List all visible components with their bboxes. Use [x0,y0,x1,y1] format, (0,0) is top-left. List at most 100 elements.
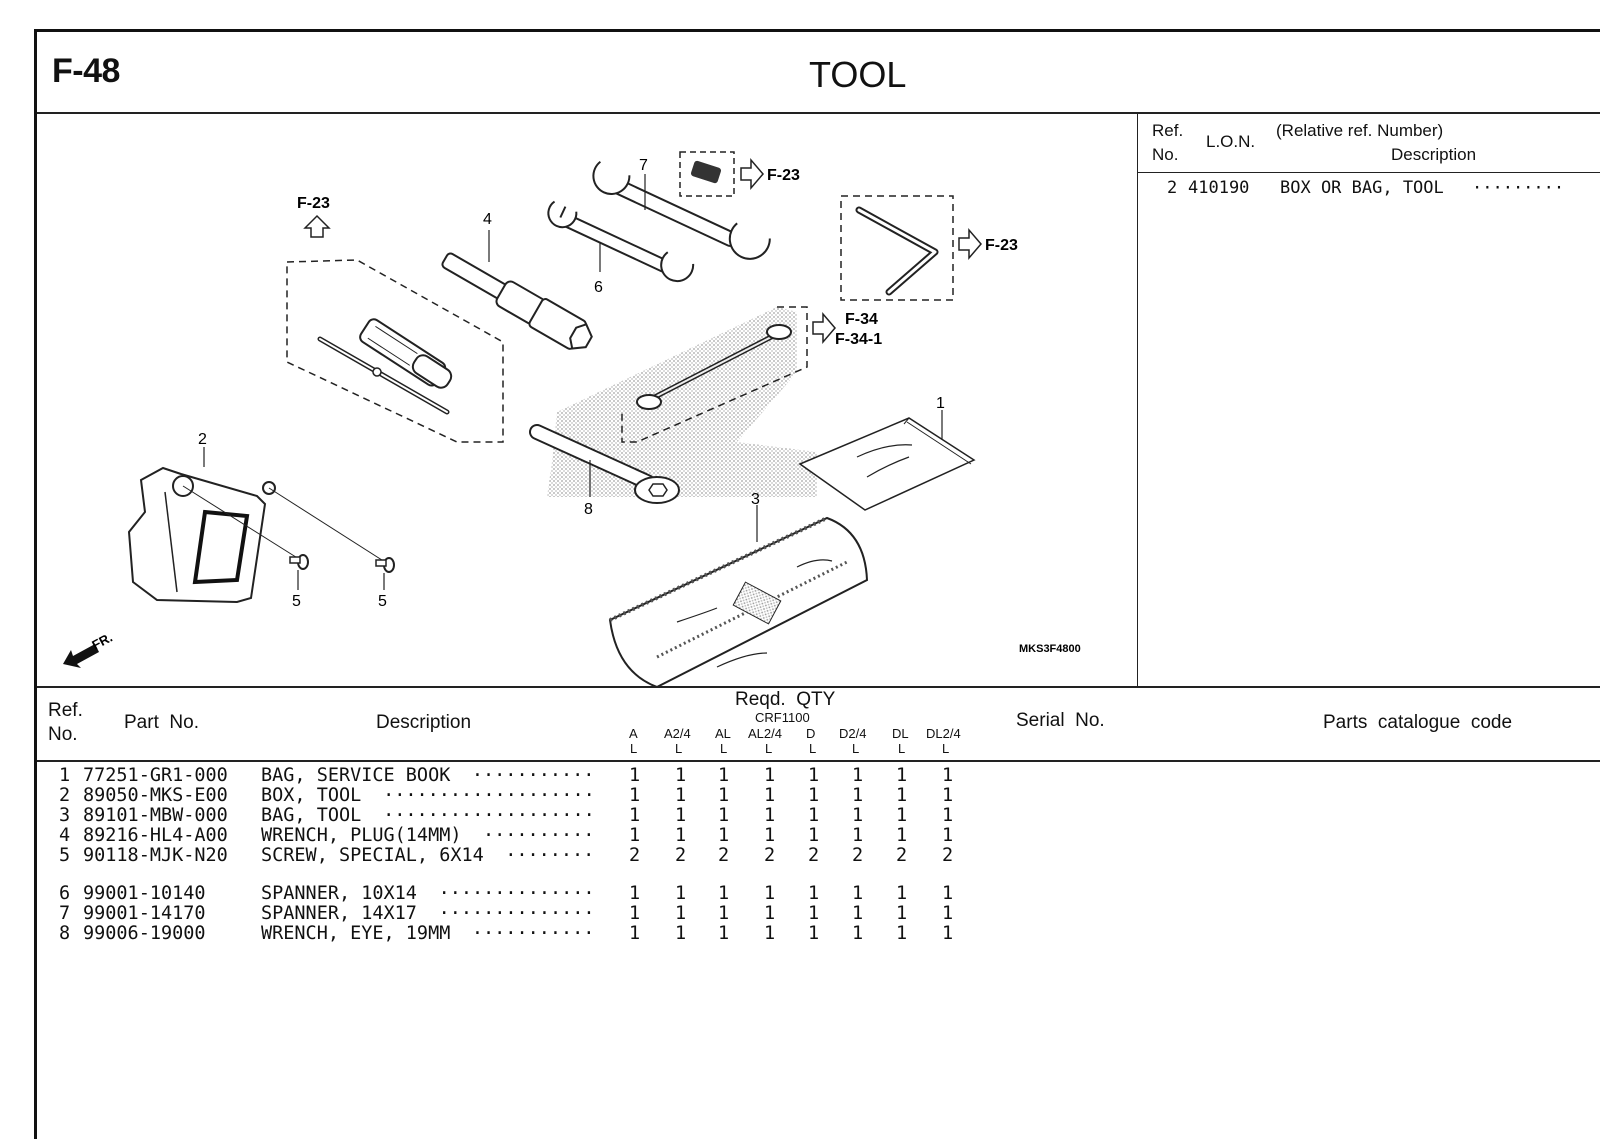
qty-value: 1 [718,883,730,904]
ref-number: 4 [59,825,71,846]
parts-table: Ref. No. Part No. Description Reqd. QTY … [37,686,1600,1148]
page-title: TOOL [809,54,907,95]
leader-dots: ··········· [471,765,595,786]
right-arrow-icon [740,157,764,191]
lon-dots: ········· [1472,178,1565,198]
part-description: WRENCH, EYE, 19MM [261,923,451,944]
part-number: 89101-MBW-000 [83,805,228,826]
lon-row: 2 410190 BOX OR BAG, TOOL ········· [1138,178,1564,298]
ref-f23-left: F-23 [297,195,330,212]
qty-value: 1 [764,785,776,806]
qty-value: 2 [896,845,908,866]
callout-1: 1 [936,395,945,412]
qty-value: 1 [764,765,776,786]
lon-header: Ref. No. L.O.N. (Relative ref. Number) D… [1138,112,1600,173]
lon-panel: Ref. No. L.O.N. (Relative ref. Number) D… [1137,112,1600,686]
right-arrow-icon [958,227,982,261]
callout-6: 6 [594,279,603,296]
part-number: 90118-MJK-N20 [83,845,228,866]
spanner-14x17-icon [592,160,771,260]
front-direction-arrow-icon: FR. [63,630,115,668]
qty-value: 1 [942,903,954,924]
qty-value: 1 [942,785,954,806]
qty-value: 1 [675,825,687,846]
col-variant-dl: DL [892,726,909,741]
qty-value: 1 [675,903,687,924]
exploded-view-illustration: F-23 4 6 [37,112,1137,689]
shaded-area [547,307,817,497]
qty-value: 1 [718,903,730,924]
qty-value: 1 [675,923,687,944]
qty-value: 1 [718,765,730,786]
qty-value: 1 [896,785,908,806]
lon-header-relative: (Relative ref. Number) [1276,121,1444,140]
col-variant-dl24: DL2/4 [926,726,961,741]
part-number: 99001-14170 [83,903,206,924]
qty-value: 1 [896,805,908,826]
col-sub-l: L [765,741,773,756]
qty-value: 1 [852,765,864,786]
qty-value: 1 [675,805,687,826]
col-variant-a24: A2/4 [664,726,691,741]
ring-wrench-icon [636,324,792,410]
col-sub-l: L [898,741,906,756]
lon-header-ref: Ref. [1152,121,1184,140]
qty-value: 1 [808,883,820,904]
col-variant-al: AL [715,726,731,741]
col-reqd-qty: Reqd. QTY [735,689,836,710]
plug-wrench-icon [441,252,593,350]
qty-value: 1 [764,825,776,846]
f34-group-outline [621,306,808,443]
part-description: WRENCH, PLUG(14MM) [261,825,462,846]
qty-value: 1 [675,883,687,904]
qty-value: 1 [675,765,687,786]
illustration-code: MKS3F4800 [1019,643,1081,655]
qty-value: 1 [896,765,908,786]
right-arrow-icon [812,311,836,345]
ref-f34-1: F-34-1 [835,331,882,348]
qty-value: 2 [852,845,864,866]
spanner-10x14-icon [547,200,695,283]
part-description: BOX, TOOL [261,785,362,806]
part-description: BAG, SERVICE BOOK [261,765,451,786]
qty-value: 1 [852,825,864,846]
col-ref-no: No. [48,724,78,745]
screw-icon [289,554,309,570]
hex-key-icon [855,206,939,296]
lon-number: 410190 [1188,178,1250,198]
small-part-box [679,151,735,197]
qty-value: 1 [629,785,641,806]
illustration-canvas: F-23 4 6 [63,151,1081,689]
qty-value: 1 [852,805,864,826]
qty-value: 1 [718,805,730,826]
lon-description: BOX OR BAG, TOOL [1280,178,1444,198]
qty-value: 1 [629,805,641,826]
ref-f23-top: F-23 [767,167,800,184]
part-number: 99006-19000 [83,923,206,944]
up-arrow-icon [303,214,331,238]
qty-value: 2 [718,845,730,866]
tool-bag-icon [608,516,869,689]
qty-value: 1 [896,883,908,904]
ref-number: 5 [59,845,71,866]
qty-value: 1 [675,785,687,806]
qty-value: 1 [629,923,641,944]
screwdriver-handle-icon [359,318,453,389]
qty-value: 1 [942,825,954,846]
ref-number: 8 [59,923,71,944]
qty-value: 1 [808,765,820,786]
qty-value: 1 [718,825,730,846]
qty-value: 1 [852,923,864,944]
col-description: Description [376,712,472,733]
qty-value: 2 [942,845,954,866]
col-sub-l: L [720,741,728,756]
qty-value: 2 [629,845,641,866]
col-catalogue-code: Parts catalogue code [1323,712,1513,733]
leader-dots: ·········· [483,825,595,846]
part-description: SPANNER, 14X17 [261,903,417,924]
qty-value: 1 [629,825,641,846]
ref-number: 7 [59,903,71,924]
part-number: 89216-HL4-A00 [83,825,228,846]
ref-f34: F-34 [845,311,878,328]
part-description: BAG, TOOL [261,805,362,826]
